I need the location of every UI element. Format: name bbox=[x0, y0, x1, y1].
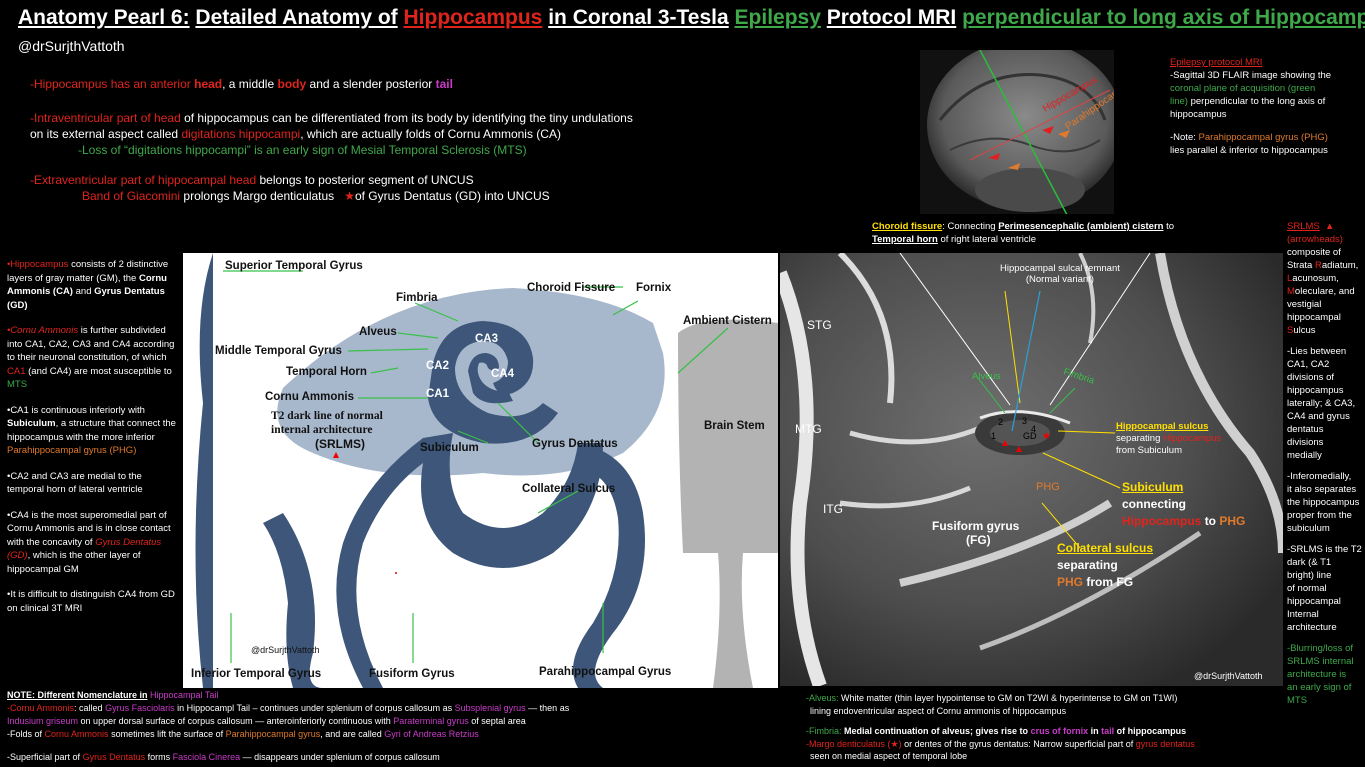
mri-num-4: 4 bbox=[1031, 424, 1037, 434]
mri-label-gd: GD bbox=[1023, 431, 1037, 441]
title-part2: in Coronal 3-Tesla bbox=[548, 6, 729, 29]
label-subiculum: Subiculum bbox=[420, 442, 479, 454]
bottom-left-note: NOTE: Different Nomenclature in Hippocam… bbox=[7, 690, 570, 762]
mri-sulcal-remnant: Hippocampal sulcal remnant(Normal varian… bbox=[1000, 263, 1120, 285]
subiculum-annot: Subiculum connecting Hippocampus to PHG bbox=[1122, 480, 1246, 528]
mri-num-3: 3 bbox=[1022, 416, 1028, 426]
label-mtg: Middle Temporal Gyrus bbox=[215, 345, 342, 357]
sagittal-flair-image: Hippocampus Parahippocampal gyrus bbox=[920, 50, 1114, 214]
collateral-sulcus-annot: Collateral sulcus separating PHG from FG bbox=[1057, 541, 1154, 589]
label-cornu-ammonis: Cornu Ammonis bbox=[265, 391, 355, 403]
label-stg: Superior Temporal Gyrus bbox=[225, 260, 363, 272]
intro-line-3: on its external aspect called digitation… bbox=[30, 127, 561, 141]
mri-label-stg: STG bbox=[807, 318, 832, 332]
left-column-text: •Hippocampus consists of 2 distinctive l… bbox=[7, 259, 176, 614]
mri-num-1: 1 bbox=[991, 431, 997, 441]
diagram-watermark: @drSurjthVattoth bbox=[251, 645, 320, 655]
hippocampus-diagram: Superior Temporal Gyrus Fimbria Choroid … bbox=[183, 253, 778, 688]
title-perpendicular: perpendicular to long axis of Hippocampu… bbox=[962, 6, 1365, 29]
label-fimbria: Fimbria bbox=[396, 292, 438, 304]
mri-label-fusiform: Fusiform gyrus(FG) bbox=[932, 519, 1020, 547]
label-fusiform: Fusiform Gyrus bbox=[369, 668, 455, 680]
label-brain-stem: Brain Stem bbox=[704, 420, 765, 432]
label-srlms: (SRLMS) bbox=[315, 437, 365, 451]
label-temporal-horn: Temporal Horn bbox=[286, 366, 367, 378]
mri-watermark: @drSurjthVattoth bbox=[1194, 671, 1263, 681]
intro-line-4: -Loss of “digitations hippocampi” is an … bbox=[78, 143, 527, 157]
mri-label-phg: PHG bbox=[1036, 481, 1060, 493]
right-column-text: SRLMS ▲ (arrowheads) composite of Strata… bbox=[1287, 221, 1362, 706]
mri-num-2: 2 bbox=[998, 417, 1004, 427]
svg-text:★: ★ bbox=[1042, 431, 1051, 442]
author-handle: @drSurjthVattoth bbox=[18, 38, 125, 54]
intro-line-6: Band of Giacomini prolongs Margo denticu… bbox=[82, 189, 550, 203]
choroid-caption: Choroid fissure: Connecting Perimesencep… bbox=[872, 221, 1175, 245]
bottom-right-note: -Alveus: White matter (thin layer hypoin… bbox=[806, 693, 1195, 761]
label-ca1: CA1 bbox=[426, 388, 450, 400]
label-collateral-sulcus: Collateral Sulcus bbox=[522, 483, 616, 495]
intro-line-2: -Intraventricular part of head of hippoc… bbox=[30, 111, 633, 125]
title-prefix: Anatomy Pearl 6: bbox=[18, 6, 190, 29]
intro-line-5: -Extraventricular part of hippocampal he… bbox=[30, 173, 474, 187]
hippocampal-sulcus-annot: Hippocampal sulcus separating Hippocampu… bbox=[1116, 421, 1222, 456]
label-alveus: Alveus bbox=[359, 326, 397, 338]
label-ambient-cistern: Ambient Cistern bbox=[683, 315, 772, 327]
label-phg: Parahippocampal Gyrus bbox=[539, 666, 672, 678]
sagittal-note: Epilepsy protocol MRI -Sagittal 3D FLAIR… bbox=[1170, 57, 1332, 156]
label-fornix: Fornix bbox=[636, 282, 672, 294]
label-ca2: CA2 bbox=[426, 360, 450, 372]
label-t2-line-2: internal architecture bbox=[271, 424, 373, 436]
coronal-mri-image: ★ STG MTG ITG Alveus Fimbria Hippocampal… bbox=[780, 253, 1283, 686]
intro-text: -Hippocampus has an anterior head, a mid… bbox=[30, 76, 730, 204]
label-ca4: CA4 bbox=[491, 368, 515, 380]
title-hippocampus: Hippocampus bbox=[403, 6, 543, 29]
label-ca3: CA3 bbox=[475, 333, 499, 345]
label-t2-line: T2 dark line of normal bbox=[271, 410, 383, 422]
page-title: Anatomy Pearl 6: Detailed Anatomy of Hip… bbox=[18, 6, 1365, 30]
label-itg: Inferior Temporal Gyrus bbox=[191, 668, 322, 680]
label-gyrus-dentatus: Gyrus Dentatus bbox=[532, 438, 618, 450]
title-part1: Detailed Anatomy of bbox=[195, 6, 398, 29]
mri-label-itg: ITG bbox=[823, 502, 843, 516]
mri-label-mtg: MTG bbox=[795, 422, 822, 436]
label-choroid-fissure: Choroid Fissure bbox=[527, 282, 616, 294]
title-part3: Protocol MRI bbox=[826, 6, 957, 29]
intro-line-1: -Hippocampus has an anterior head, a mid… bbox=[30, 77, 453, 91]
mri-label-alveus: Alveus bbox=[972, 371, 1001, 382]
title-epilepsy: Epilepsy bbox=[734, 6, 821, 29]
